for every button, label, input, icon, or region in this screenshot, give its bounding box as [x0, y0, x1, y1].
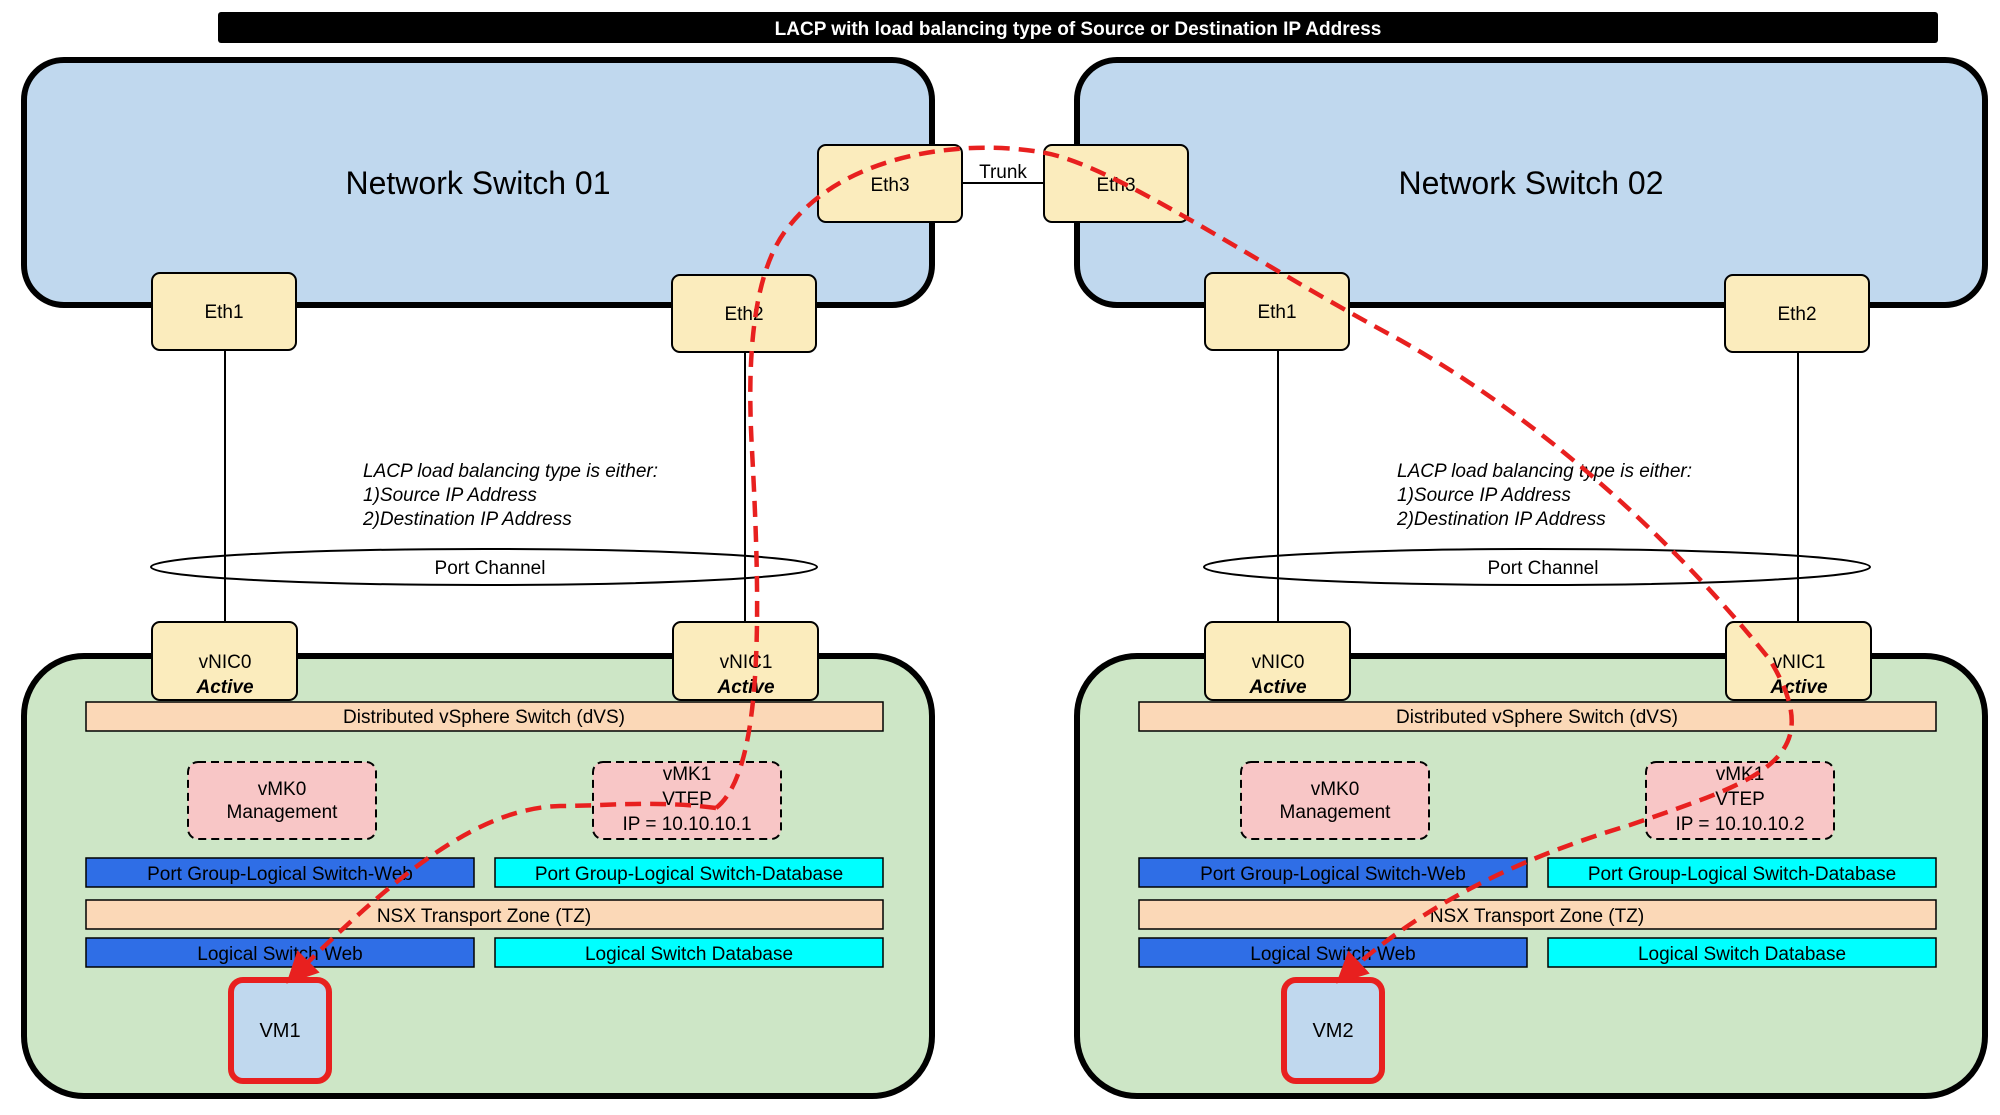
vnic0-state: Active [195, 677, 253, 698]
traffic-path-segment-vm2 [714, 145, 1794, 984]
lacp-note-line-2: 1)Source IP Address [1397, 485, 1571, 506]
vmk0-box [187, 761, 377, 840]
vm-label: VM2 [1312, 1020, 1353, 1042]
port-channel-label: Port Channel [435, 558, 546, 579]
vmk1-name: vMK1 [1716, 764, 1765, 785]
vmk1-name: vMK1 [663, 764, 712, 785]
port-eth1-label: Eth1 [204, 302, 243, 323]
transport-zone-bar [85, 899, 884, 930]
dvs-label: Distributed vSphere Switch (dVS) [343, 707, 625, 728]
port-eth3-label: Eth3 [870, 175, 909, 196]
lacp-note-line-3: 2)Destination IP Address [362, 509, 572, 530]
vnic0-state: Active [1248, 677, 1306, 698]
logical-switch-web [85, 937, 475, 968]
vnic1-state: Active [716, 677, 774, 698]
vnic1-state: Active [1769, 677, 1827, 698]
transport-zone-label: NSX Transport Zone (TZ) [1430, 906, 1644, 927]
title-bar-background [218, 12, 1938, 43]
logical-switch-web [1138, 937, 1528, 968]
port-group-database-label: Port Group-Logical Switch-Database [535, 864, 843, 885]
side-right: Network Switch 02 Eth3 Eth1 Eth2 LACP lo… [1043, 57, 1988, 1099]
port-group-database-label: Port Group-Logical Switch-Database [1588, 864, 1896, 885]
vmk1-role: VTEP [662, 789, 712, 810]
port-channel-ellipse [1203, 548, 1871, 586]
vmk0-name: vMK0 [1311, 779, 1360, 800]
vnic1-label: vNIC1 [1773, 652, 1826, 673]
traffic-path-segment-vm1 [286, 801, 717, 984]
side-left: Network Switch 01 Eth3 Eth1 Eth2 LACP lo… [21, 57, 963, 1099]
vmk1-ip: IP = 10.10.10.2 [1675, 814, 1804, 835]
logical-switch-web-label: Logical Switch Web [197, 944, 362, 965]
transport-zone-label: NSX Transport Zone (TZ) [377, 906, 591, 927]
vmk0-box [1240, 761, 1430, 840]
trunk-label: Trunk [979, 162, 1027, 183]
lacp-note-line-1: LACP load balancing type is either: [1397, 461, 1692, 482]
logical-switch-database [494, 937, 884, 968]
vmk0-role: Management [1280, 802, 1392, 823]
port-group-database [1547, 857, 1937, 888]
port-eth1 [151, 272, 297, 351]
trunk-link: Trunk [962, 162, 1044, 184]
lacp-note-line-2: 1)Source IP Address [363, 485, 537, 506]
vnic0 [1204, 621, 1351, 701]
vnic0-label: vNIC0 [199, 652, 252, 673]
vnic1-label: vNIC1 [720, 652, 773, 673]
port-eth1-label: Eth1 [1257, 302, 1296, 323]
port-eth3-label: Eth3 [1096, 175, 1135, 196]
vmk1-role: VTEP [1715, 789, 1765, 810]
vnic1 [672, 621, 819, 701]
port-eth2-label: Eth2 [1777, 304, 1816, 325]
vnic0 [151, 621, 298, 701]
vm-box [1281, 977, 1385, 1084]
transport-zone-bar [1138, 899, 1937, 930]
vmk0-role: Management [227, 802, 339, 823]
vm-box [228, 977, 332, 1084]
title-bar: LACP with load balancing type of Source … [218, 12, 1938, 43]
lacp-note-line-1: LACP load balancing type is either: [363, 461, 658, 482]
logical-switch-web-label: Logical Switch Web [1250, 944, 1415, 965]
vm-label: VM1 [259, 1020, 300, 1042]
port-group-database [494, 857, 884, 888]
switch-name: Network Switch 02 [1399, 165, 1664, 201]
diagram-title: LACP with load balancing type of Source … [775, 19, 1382, 40]
dvs-label: Distributed vSphere Switch (dVS) [1396, 707, 1678, 728]
port-group-web [85, 857, 475, 888]
port-group-web [1138, 857, 1528, 888]
vmk0-name: vMK0 [258, 779, 307, 800]
dvs-bar [1138, 701, 1937, 732]
logical-switch-database-label: Logical Switch Database [585, 944, 793, 965]
port-channel-ellipse [150, 548, 818, 586]
vnic1 [1725, 621, 1872, 701]
port-eth2-label: Eth2 [724, 304, 763, 325]
logical-switch-database [1547, 937, 1937, 968]
port-eth2 [671, 274, 817, 353]
vnic0-label: vNIC0 [1252, 652, 1305, 673]
logical-switch-database-label: Logical Switch Database [1638, 944, 1846, 965]
vmk1-box [1645, 761, 1835, 840]
port-eth2 [1724, 274, 1870, 353]
vmk1-ip: IP = 10.10.10.1 [622, 814, 751, 835]
port-group-web-label: Port Group-Logical Switch-Web [147, 864, 413, 885]
port-group-web-label: Port Group-Logical Switch-Web [1200, 864, 1466, 885]
port-channel-label: Port Channel [1488, 558, 1599, 579]
lacp-note-line-3: 2)Destination IP Address [1396, 509, 1606, 530]
switch-name: Network Switch 01 [346, 165, 611, 201]
